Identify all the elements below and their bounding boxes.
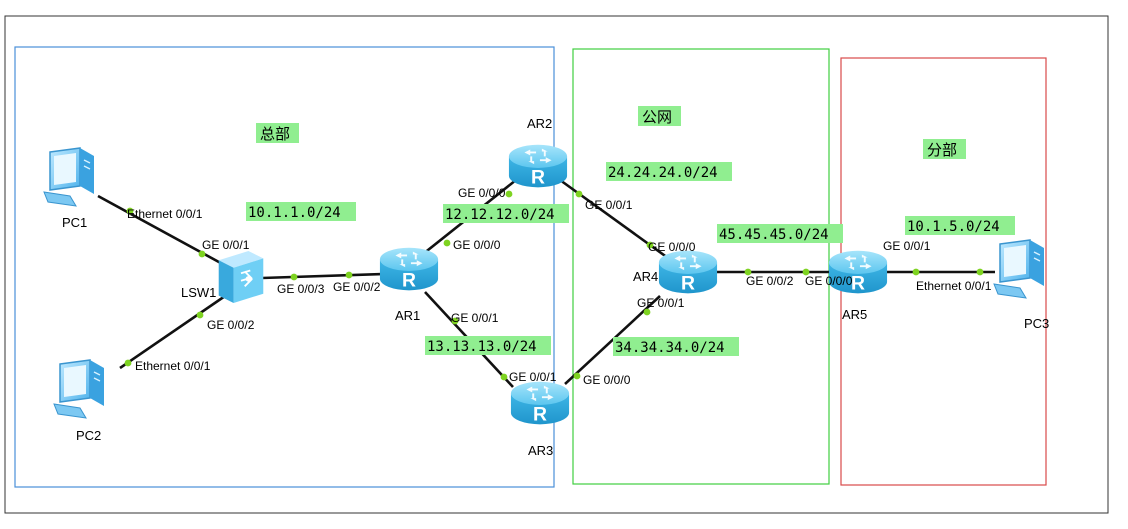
- port-label: GE 0/0/1: [451, 311, 499, 325]
- network-label-ar1-ar3: 13.13.13.0/24: [427, 339, 537, 355]
- device-label-pc1: PC1: [62, 215, 87, 230]
- port-label: GE 0/0/1: [202, 238, 250, 252]
- network-label-branch-lan: 10.1.5.0/24: [907, 219, 1000, 235]
- network-label-hq-lan: 10.1.1.0/24: [248, 205, 341, 221]
- port-dots: [124, 190, 984, 381]
- port-label: GE 0/0/3: [277, 282, 325, 296]
- device-label-ar4: AR4: [633, 269, 658, 284]
- port-dot: [643, 308, 651, 316]
- network-label-bg: [443, 204, 569, 223]
- port-label: GE 0/0/0: [453, 238, 501, 252]
- port-dot: [451, 317, 459, 325]
- port-dot: [646, 241, 654, 249]
- network-label-ar3-ar4: 34.34.34.0/24: [615, 340, 725, 356]
- zone-label-bg: [923, 139, 966, 159]
- zone-label-bg: [256, 123, 299, 143]
- device-label-pc3: PC3: [1024, 316, 1049, 331]
- port-label: Ethernet 0/0/1: [916, 279, 992, 293]
- port-dot: [802, 268, 810, 276]
- device-label-ar1: AR1: [395, 308, 420, 323]
- port-label: GE 0/0/2: [746, 274, 794, 288]
- device-label-ar3: AR3: [528, 443, 553, 458]
- port-dot: [573, 372, 581, 380]
- port-labels: Ethernet 0/0/1 GE 0/0/1 Ethernet 0/0/1 G…: [127, 186, 992, 387]
- link-pc2-lsw1: [119, 292, 229, 370]
- network-label-bg: [606, 162, 732, 181]
- port-label: GE 0/0/1: [585, 198, 633, 212]
- port-dot: [976, 268, 984, 276]
- port-label: GE 0/0/0: [458, 186, 506, 200]
- zone-label-hq: 总部: [260, 125, 290, 143]
- device-label-ar5: AR5: [842, 307, 867, 322]
- port-dot: [196, 311, 204, 319]
- network-label-bg: [425, 336, 551, 355]
- canvas-frame: [4, 15, 1109, 514]
- device-label-ar2: AR2: [527, 116, 552, 131]
- lsw1-switch-icon[interactable]: [217, 250, 265, 304]
- port-dot: [912, 268, 920, 276]
- port-dot: [744, 268, 752, 276]
- port-label: GE 0/0/0: [583, 373, 631, 387]
- device-label-pc2: PC2: [76, 428, 101, 443]
- device-label-lsw1: LSW1: [181, 285, 216, 300]
- network-label-bg: [246, 202, 356, 221]
- ar1-router-icon[interactable]: [379, 247, 439, 292]
- link-lsw1-ar1: [261, 272, 384, 280]
- network-label-bg: [905, 216, 1015, 235]
- port-label: Ethernet 0/0/1: [127, 207, 203, 221]
- port-dot: [500, 373, 508, 381]
- port-label: GE 0/0/2: [207, 318, 255, 332]
- port-dot: [345, 271, 353, 279]
- network-label-ar4-ar5: 45.45.45.0/24: [719, 227, 829, 243]
- port-dot: [290, 273, 298, 281]
- network-label-ar2-ar4: 24.24.24.0/24: [608, 165, 718, 181]
- port-dot: [505, 190, 513, 198]
- network-label-bg: [613, 337, 739, 356]
- port-label: GE 0/0/2: [333, 280, 381, 294]
- port-label: GE 0/0/1: [883, 239, 931, 253]
- port-label: Ethernet 0/0/1: [135, 359, 211, 373]
- zone-label-bg: [638, 106, 681, 126]
- network-label-ar1-ar2: 12.12.12.0/24: [445, 207, 555, 223]
- ar2-router-icon[interactable]: [508, 144, 568, 189]
- network-label-bg: [717, 224, 843, 243]
- zone-label-public: 公网: [642, 108, 672, 126]
- pc1-icon[interactable]: [43, 147, 95, 207]
- port-label: GE 0/0/1: [637, 296, 685, 310]
- pc3-icon[interactable]: [993, 239, 1045, 299]
- port-dot: [443, 239, 451, 247]
- port-dot: [575, 190, 583, 198]
- zone-box-hq: [14, 46, 555, 488]
- port-dot: [126, 207, 134, 215]
- port-dot: [198, 250, 206, 258]
- pc2-icon[interactable]: [53, 359, 105, 419]
- port-label: GE 0/0/0: [805, 274, 853, 288]
- link-pc1-lsw1: [97, 194, 229, 269]
- port-label: GE 0/0/1: [509, 370, 557, 384]
- port-dot: [124, 359, 132, 367]
- zone-label-branch: 分部: [927, 141, 957, 159]
- ar4-router-icon[interactable]: [658, 250, 718, 295]
- port-label: GE 0/0/0: [648, 240, 696, 254]
- ar3-router-icon[interactable]: [510, 381, 570, 426]
